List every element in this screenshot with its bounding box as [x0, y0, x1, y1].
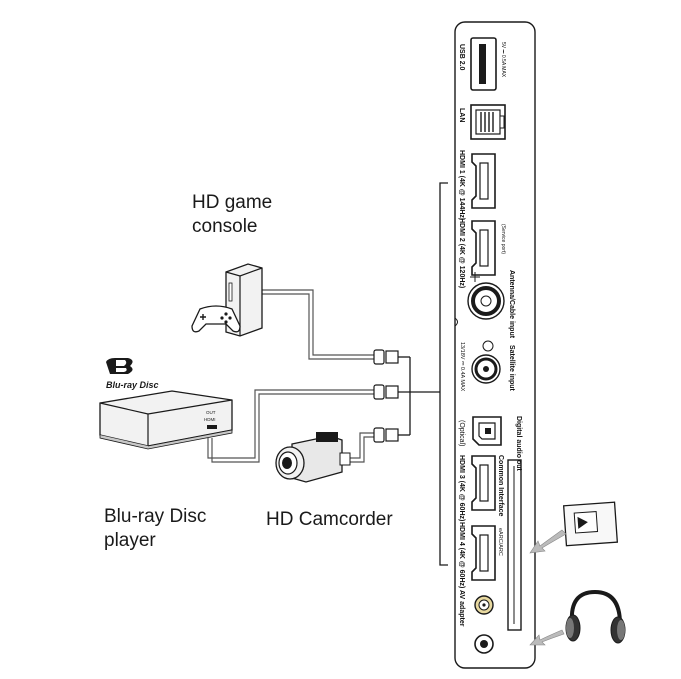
cable-merge-lines	[398, 356, 440, 436]
headphones-icon	[565, 589, 626, 644]
hdmi3-port-icon	[471, 455, 496, 511]
common-interface-slot-icon	[507, 459, 522, 631]
gamepad-icon	[191, 305, 241, 333]
bluray-out-label: OUT	[206, 410, 216, 415]
hdmi2-note-label: (Service port)	[500, 224, 506, 254]
av-adapter-port-icon	[474, 595, 494, 615]
hdmi1-label: HDMI 1 (4K @ 144Hz)	[458, 150, 465, 220]
satellite-rating-label: 13/18V ⎓ 0.4A MAX	[459, 342, 465, 392]
usb-label: USB 2.0	[458, 44, 465, 71]
bluray-player-icon: OUT HDMI	[99, 390, 233, 450]
antenna-port-icon	[467, 272, 505, 320]
headphone-port-icon	[474, 634, 494, 654]
antenna-label: Antenna/Cable input	[508, 270, 515, 339]
hdmi2-label: HDMI 2 (4K @ 120Hz)	[458, 218, 465, 288]
satellite-label: Satellite input	[508, 345, 515, 392]
bluray-logo-icon: Blu-ray Disc	[106, 358, 159, 390]
earc-label: eARC/ARC	[497, 528, 503, 556]
hdmi-connectors	[373, 349, 399, 443]
bluray-hdmi-label: HDMI	[204, 417, 216, 422]
cable-bluray	[207, 389, 374, 463]
hdmi3-label: HDMI 3 (4K @ 60Hz)	[458, 455, 465, 521]
optical-port-icon	[472, 416, 502, 446]
camcorder-icon	[275, 432, 351, 483]
digital-audio-label: Digital audio out	[515, 416, 522, 471]
game-console-label-line2: console	[192, 216, 258, 237]
ci-card-arrow-icon	[529, 529, 567, 554]
game-console-label-line1: HD game	[192, 192, 273, 213]
lan-port-icon	[470, 104, 506, 140]
hdmi2-port-icon	[471, 220, 496, 276]
bluray-label-line1: Blu-ray Disc	[104, 506, 207, 527]
satellite-port-icon	[471, 340, 501, 384]
hdmi4-label: HDMI 4 (4K @ 60Hz)	[458, 522, 465, 588]
optical-label: (Optical)	[458, 420, 465, 446]
hdmi4-port-icon	[471, 525, 496, 581]
av-adapter-label: AV adapter	[458, 590, 465, 627]
common-interface-label: Common Interface	[497, 455, 504, 517]
headphones-arrow-icon	[529, 629, 565, 646]
port-labels: USB 2.0 5V ⎓ 0.5A MAX LAN HDMI 1 (4K @ 1…	[458, 42, 522, 627]
camcorder-label: HD Camcorder	[266, 509, 393, 530]
lan-label: LAN	[458, 108, 465, 122]
bluray-logo-text: Blu-ray Disc	[106, 380, 159, 390]
ci-card-icon	[562, 501, 619, 547]
cable-game-console	[258, 289, 374, 360]
usb-port-icon	[470, 37, 497, 91]
bluray-label-line2: player	[104, 530, 156, 551]
usb-rating-label: 5V ⎓ 0.5A MAX	[500, 42, 506, 78]
cable-camcorder	[350, 432, 374, 463]
hdmi1-port-icon	[471, 153, 496, 209]
